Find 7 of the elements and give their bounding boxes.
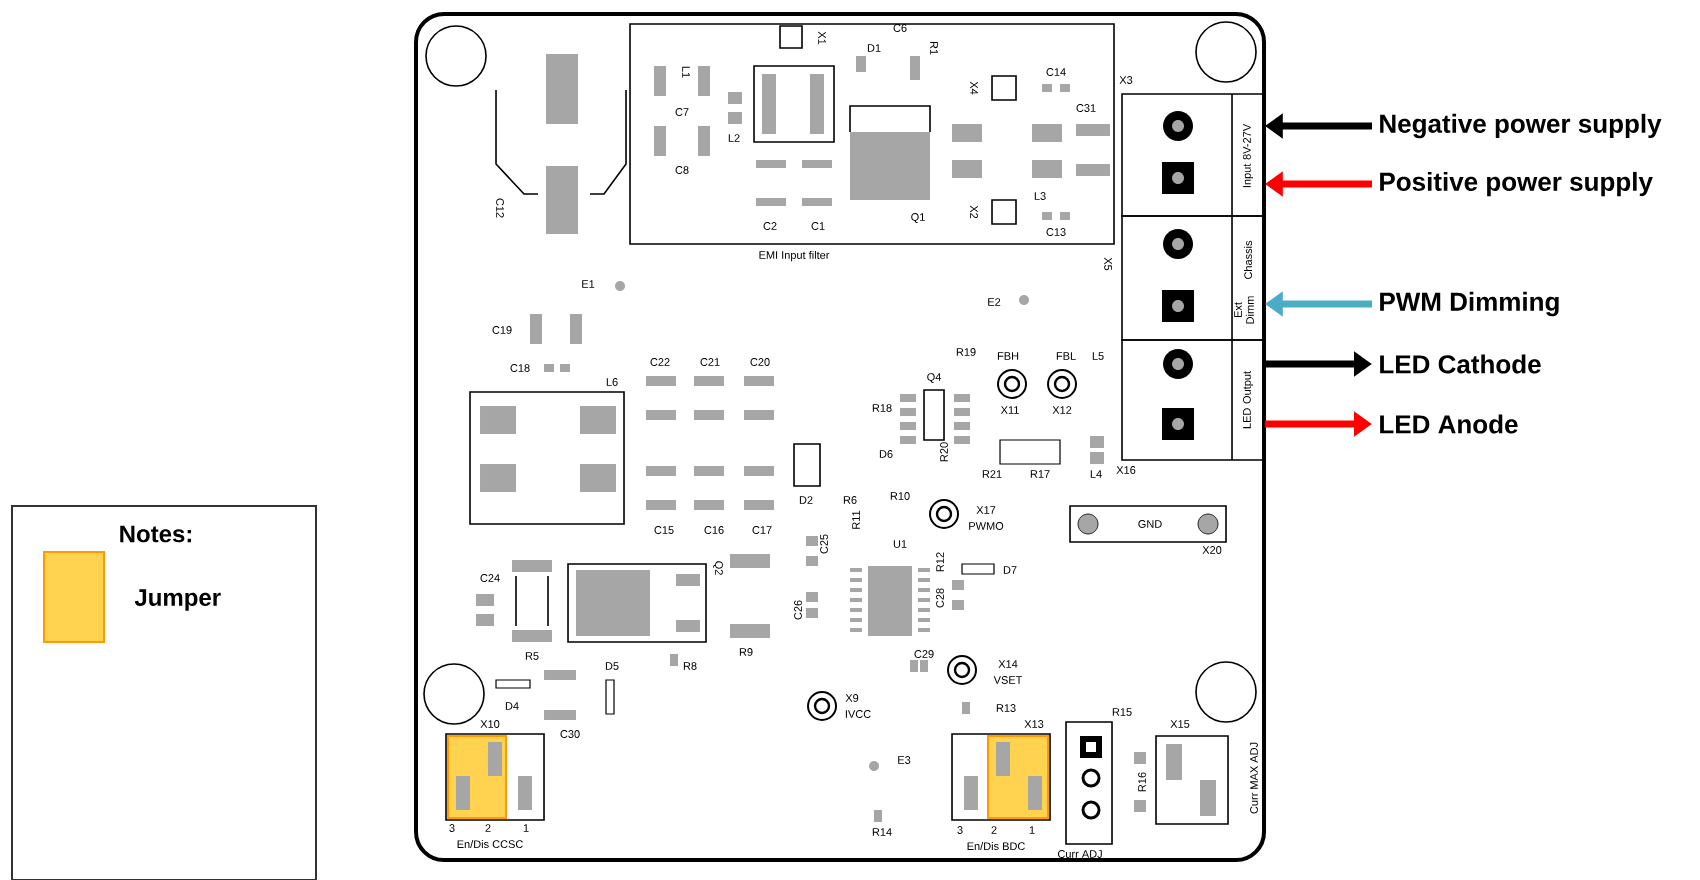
- callout-text: LED Cathode: [1380, 354, 1541, 374]
- notes-heading: Notes:: [120, 525, 192, 543]
- legend-label: Jumper: [134, 589, 221, 611]
- callout-text: PWM Dimming: [1380, 291, 1559, 317]
- callout-text: Negative power supply: [1380, 113, 1662, 139]
- callout-text: Positive power supply: [1380, 171, 1653, 197]
- callout-text: LED Anode: [1380, 414, 1518, 434]
